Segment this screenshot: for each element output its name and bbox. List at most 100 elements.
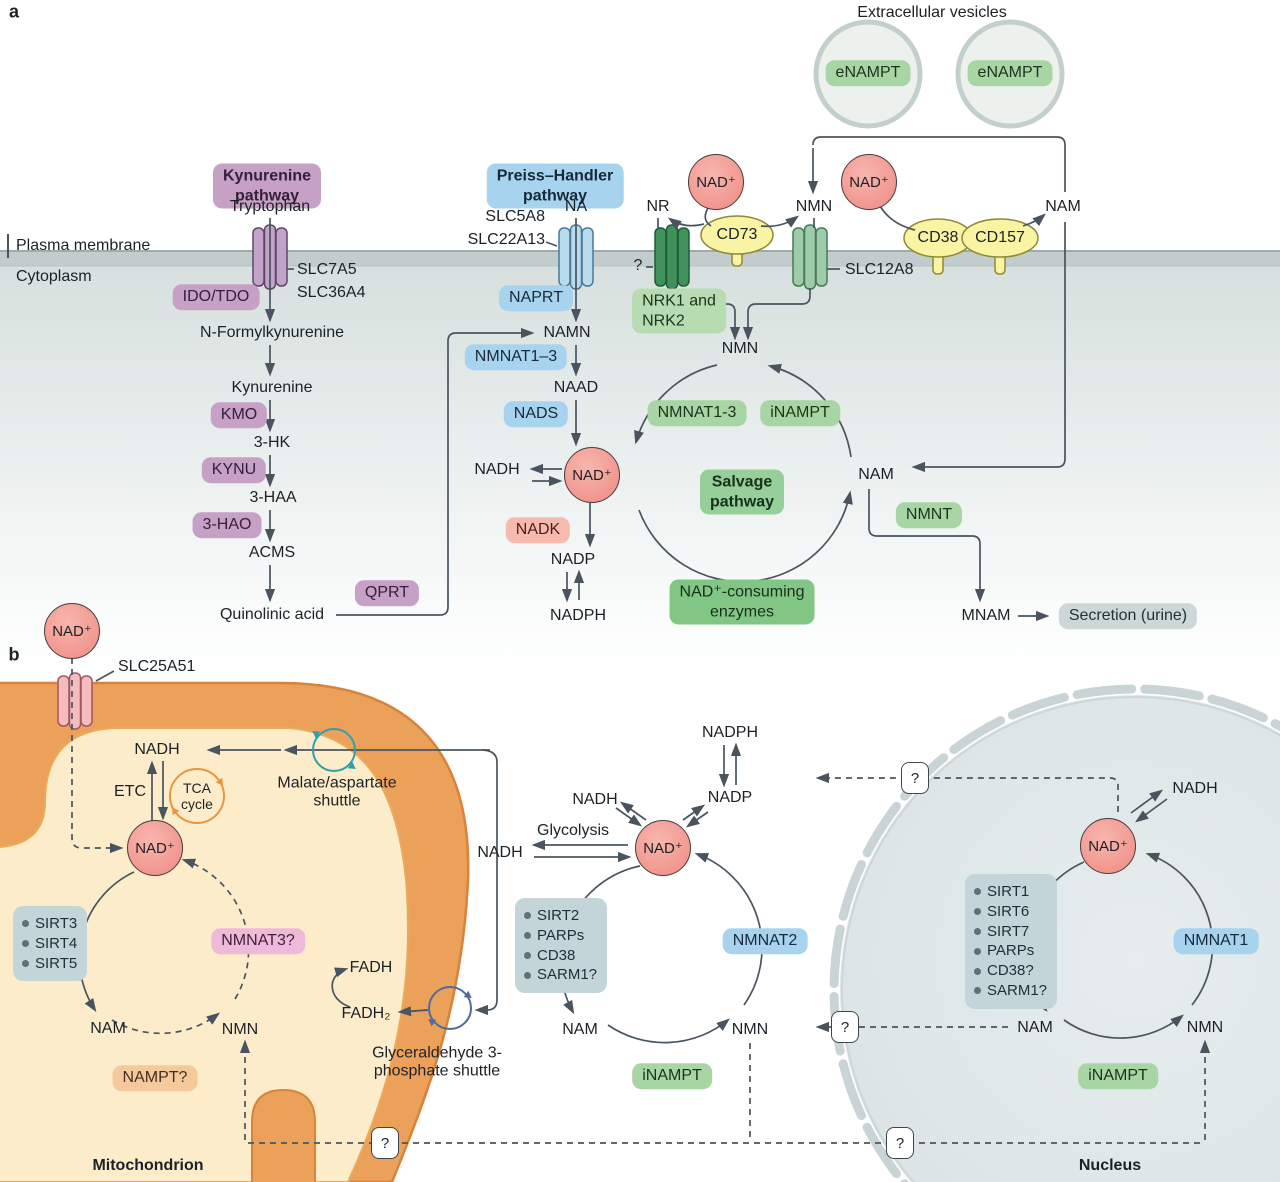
metabolite-nmn-cyt: NMN: [731, 1020, 769, 1038]
metabolite-nam-extracellular: NAM: [1045, 197, 1081, 215]
enzyme-nmnat1-3: NMNAT1–3: [464, 344, 568, 370]
metabolite-nadh-a: NADH: [474, 460, 520, 478]
nad-node-extracellular-1: NAD⁺: [688, 154, 744, 210]
enzyme-nampt-mito: NAMPT?: [112, 1065, 198, 1091]
enzyme-kmo: KMO: [210, 402, 268, 428]
metabolite-fadh: FADH: [349, 958, 393, 976]
malate-aspartate-shuttle-icon: [312, 728, 356, 772]
panel-b-letter: b: [8, 644, 20, 665]
transporter-slc7a5-label: SLC7A5: [297, 260, 357, 278]
nad-node-extracellular-2: NAD⁺: [841, 154, 897, 210]
metabolite-fadh2: FADH₂: [341, 1004, 391, 1022]
enzyme-nmnat1-3-salvage: NMNAT1-3: [647, 400, 747, 426]
metabolite-nmn-mito: NMN: [221, 1020, 259, 1038]
metabolite-nadh-mito: NADH: [134, 740, 180, 758]
enzyme-nmnat2: NMNAT2: [722, 928, 808, 954]
unknown-transporter-question: ?: [633, 256, 643, 274]
ecto-enzyme-shapes: [700, 215, 1039, 275]
nad-node-nucleus: NAD⁺: [1080, 818, 1136, 874]
g3p-shuttle-icon: [428, 986, 472, 1030]
secretion-urine-box: Secretion (urine): [1058, 603, 1198, 629]
enzyme-nmnat3: NMNAT3?: [211, 928, 305, 954]
enzyme-nrk1-nrk2: NRK1 and NRK2: [632, 288, 726, 334]
metabolite-nmn-extracellular: NMN: [795, 197, 833, 215]
enzyme-nads: NADS: [503, 401, 569, 427]
nad-consuming-enzymes-box: NAD⁺-consuming enzymes: [669, 579, 815, 625]
nad-node-extracellular-b: NAD⁺: [44, 603, 100, 659]
metabolite-nadh-nuc: NADH: [1172, 779, 1218, 797]
metabolite-n-formylkynurenine: N-Formylkynurenine: [199, 323, 345, 341]
slc25a51-channel: [57, 672, 93, 730]
enzyme-inampt-nuc: iNAMPT: [1078, 1063, 1158, 1089]
extracellular-vesicles-title: Extracellular vesicles: [857, 3, 1007, 21]
enzyme-inampt-salvage: iNAMPT: [760, 400, 840, 426]
plasma-membrane-label: Plasma membrane: [16, 236, 151, 254]
nr-transporter-channel: [654, 224, 690, 290]
enampt-vesicle-1-label: eNAMPT: [825, 60, 911, 86]
metabolite-nadp-cyt: NADP: [707, 788, 753, 806]
enzyme-3-hao: 3-HAO: [192, 512, 262, 538]
unknown-transport-question-2: ?: [831, 1011, 859, 1043]
enzyme-nadk: NADK: [505, 517, 571, 543]
unknown-transport-question-4: ?: [886, 1127, 914, 1159]
ecto-enzyme-cd157: CD157: [975, 228, 1025, 246]
etc-label: ETC: [114, 782, 146, 800]
ecto-enzyme-cd38: CD38: [917, 228, 959, 246]
metabolite-mnam: MNAM: [961, 606, 1011, 624]
metabolite-nam-cyt: NAM: [562, 1020, 598, 1038]
metabolite-nadp-a: NADP: [550, 550, 596, 568]
metabolite-nmn-nuc: NMN: [1186, 1018, 1224, 1036]
kynurenine-pathway-title: Kynurenine pathway: [212, 163, 322, 209]
malate-aspartate-shuttle-label: Malate/aspartate shuttle: [277, 774, 397, 810]
tca-cycle-label: TCA cycle: [181, 779, 213, 812]
enzyme-kynu: KYNU: [201, 457, 267, 483]
transporter-slc5a8-label: SLC5A8: [485, 207, 545, 225]
metabolite-nadh-cyt-top: NADH: [572, 790, 618, 808]
metabolite-naad: NAAD: [553, 378, 599, 396]
enzyme-inampt-cyt: iNAMPT: [632, 1063, 712, 1089]
nad-node-cytoplasm-b: NAD⁺: [635, 820, 691, 876]
transporter-slc22a13-label: SLC22A13: [467, 230, 545, 248]
enzyme-naprt: NAPRT: [499, 285, 573, 311]
enzyme-qprt: QPRT: [354, 580, 420, 606]
metabolite-nmn-salvage: NMN: [721, 339, 759, 357]
metabolite-acms: ACMS: [248, 543, 296, 561]
metabolite-kynurenine: Kynurenine: [231, 378, 313, 396]
metabolite-nam-nuc: NAM: [1017, 1018, 1053, 1036]
metabolite-nam-salvage: NAM: [858, 465, 894, 483]
metabolite-nam-mito: NAM: [90, 1019, 126, 1037]
enzyme-nmnat1: NMNAT1: [1173, 928, 1259, 954]
nad-node-cytoplasm-a: NAD⁺: [564, 447, 620, 503]
metabolite-namn: NAMN: [543, 323, 591, 341]
glycolysis-label: Glycolysis: [536, 821, 610, 839]
nucleus-shape: [829, 684, 1280, 1182]
cytoplasm-label: Cytoplasm: [16, 267, 92, 285]
tca-cycle-icon: [169, 768, 225, 824]
metabolite-nadph-a: NADPH: [549, 606, 607, 624]
metabolite-tryptophan: Tryptophan: [229, 197, 311, 215]
enampt-vesicle-2-label: eNAMPT: [967, 60, 1053, 86]
transporter-slc25a51-label: SLC25A51: [118, 657, 196, 675]
metabolite-nadh-cyt-left: NADH: [477, 843, 523, 861]
mitochondrion-title: Mitochondrion: [92, 1156, 204, 1174]
metabolite-3-haa: 3-HAA: [249, 488, 297, 506]
metabolite-na: NA: [564, 197, 588, 215]
metabolite-3-hk: 3-HK: [253, 433, 291, 451]
salvage-pathway-title: Salvage pathway: [699, 469, 785, 515]
preiss-handler-pathway-title: Preiss–Handler pathway: [486, 163, 624, 209]
metabolite-nr: NR: [646, 197, 670, 215]
panel-a-letter: a: [8, 1, 20, 22]
g3p-shuttle-label: Glyceraldehyde 3- phosphate shuttle: [372, 1044, 502, 1080]
enzyme-ido-tdo: IDO/TDO: [172, 284, 260, 310]
enzyme-nmnt: NMNT: [895, 502, 963, 528]
ecto-enzyme-cd73: CD73: [716, 225, 758, 243]
metabolite-quinolinic-acid: Quinolinic acid: [219, 605, 325, 623]
unknown-transport-question-1: ?: [901, 762, 929, 794]
slc12a8-channel: [792, 224, 828, 290]
nucleus-title: Nucleus: [1078, 1156, 1142, 1174]
